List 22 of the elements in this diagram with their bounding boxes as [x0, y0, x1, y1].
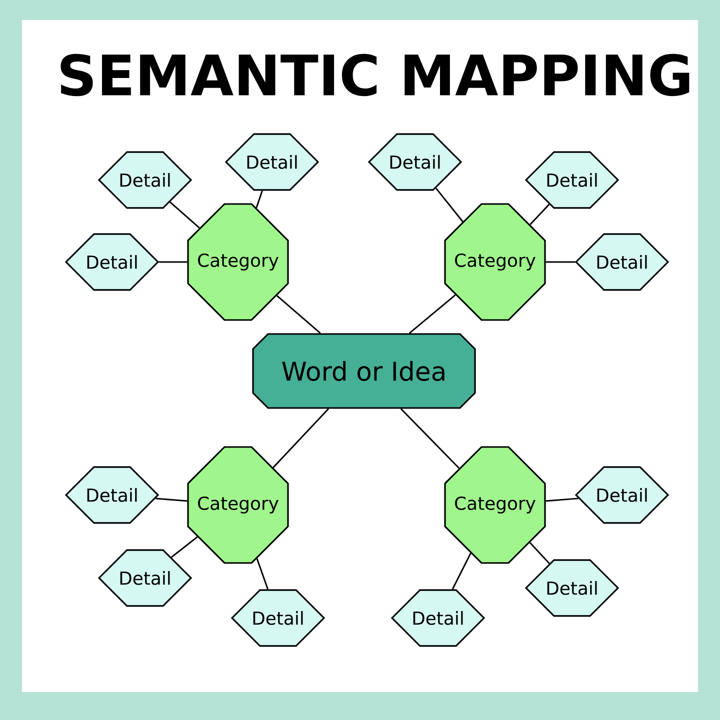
connector-line	[452, 552, 472, 590]
category-hexagon: Category	[444, 446, 546, 564]
main-idea-box: Word or Idea	[252, 333, 476, 409]
connector-line	[529, 542, 550, 564]
connector-line	[256, 190, 263, 208]
connector-line	[158, 261, 188, 263]
category-hexagon: Category	[187, 203, 289, 321]
title: SEMANTIC MAPPING	[60, 54, 690, 96]
category-hexagon: Category	[444, 203, 546, 321]
connector-line	[156, 498, 188, 502]
connector-line	[256, 558, 269, 590]
category-hexagon: Category	[187, 446, 289, 564]
connector-line	[546, 498, 578, 502]
connector-line	[408, 294, 456, 334]
connector-line	[435, 188, 464, 222]
connector-line	[170, 202, 200, 229]
connector-line	[546, 261, 576, 263]
connector-line	[272, 408, 330, 468]
connector-line	[400, 408, 460, 469]
connector-line	[170, 536, 198, 558]
connector-line	[276, 295, 321, 334]
connector-line	[530, 204, 550, 226]
